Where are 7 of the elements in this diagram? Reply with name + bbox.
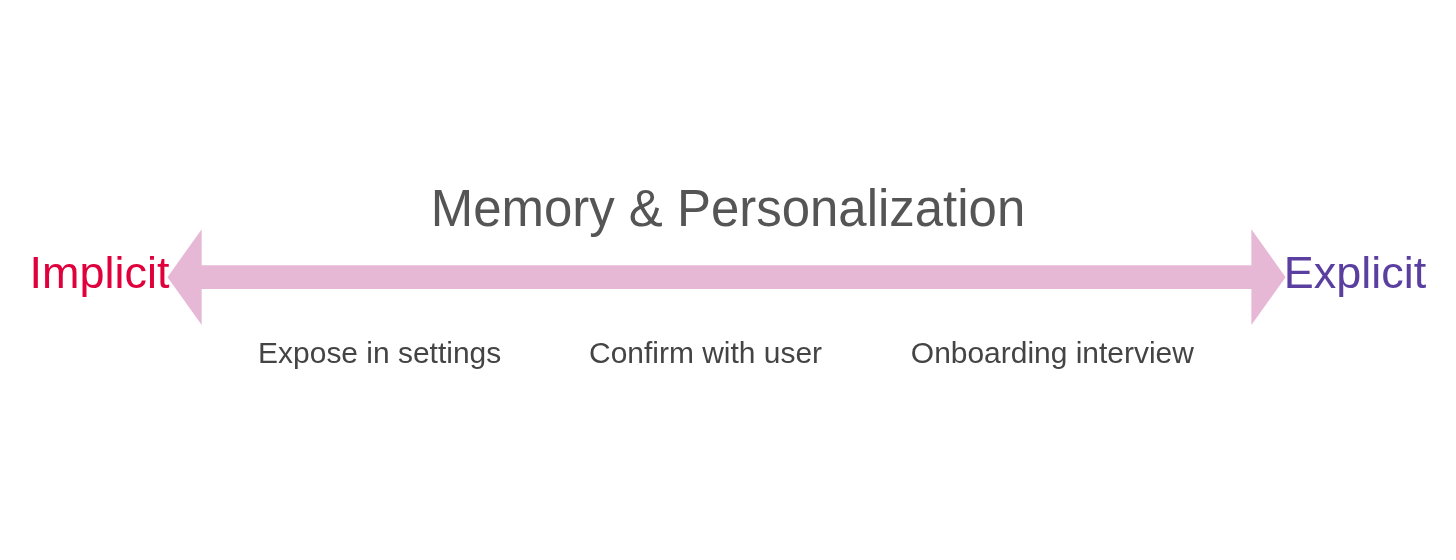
arrow <box>167 228 1286 325</box>
label: Expose in settings <box>258 335 502 369</box>
diagram-title: Memory & Personalization <box>430 179 1026 237</box>
node-text: Explicit <box>1283 246 1427 298</box>
label: Onboarding interview <box>910 335 1194 369</box>
node-text: Implicit <box>29 246 170 298</box>
label: Confirm with user <box>589 335 823 369</box>
